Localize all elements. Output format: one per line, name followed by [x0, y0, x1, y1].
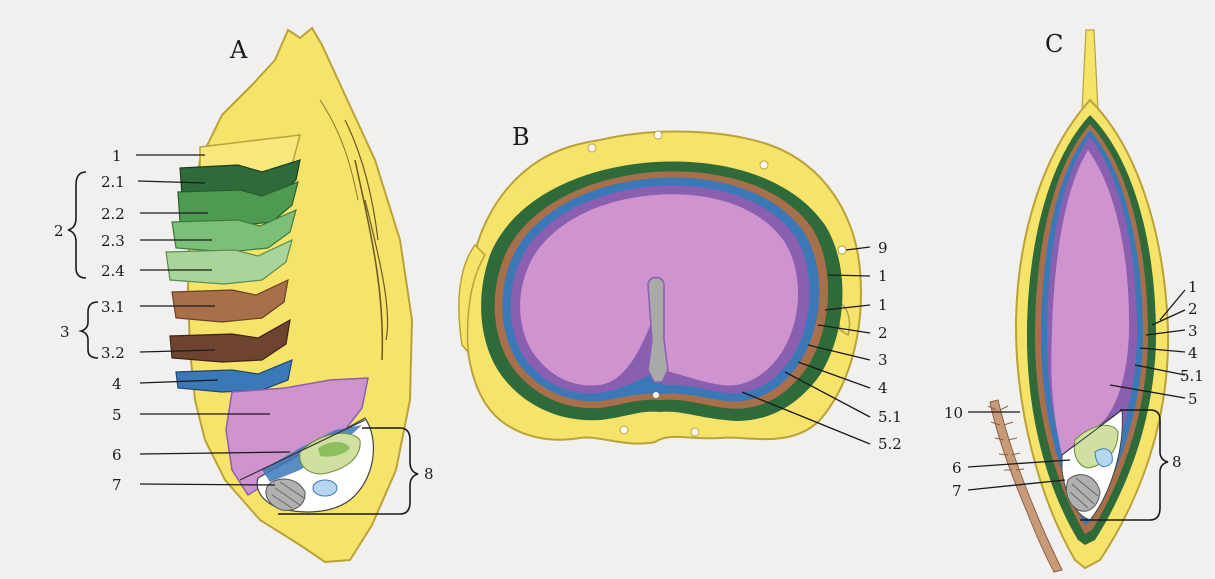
label-c-5-1: 5.1 [1180, 367, 1204, 385]
husk-pore-b4 [620, 426, 628, 434]
embryo-bud-a [313, 480, 337, 496]
husk-pore-b6 [838, 246, 846, 254]
crease-pore-b [653, 392, 659, 398]
bracket-3-a [81, 302, 98, 358]
label-c-8: 8 [1172, 453, 1182, 471]
label-c-1: 1 [1188, 278, 1198, 296]
panel-letter-b: B [512, 123, 530, 151]
label-a-1: 1 [112, 147, 122, 165]
label-b-1a: 1 [878, 267, 888, 285]
label-a-2-2: 2.2 [101, 205, 125, 223]
label-a-3-1: 3.1 [101, 298, 125, 316]
label-b-1b: 1 [878, 296, 888, 314]
label-b-4: 4 [878, 379, 888, 397]
label-b-2: 2 [878, 324, 888, 342]
label-c-3: 3 [1188, 322, 1198, 340]
bracket-2-a [68, 172, 86, 278]
husk-pore-b2 [588, 144, 596, 152]
panel-b-figure [459, 131, 861, 444]
panel-a-figure [166, 28, 412, 562]
label-c-10: 10 [944, 404, 963, 422]
label-b-3: 3 [878, 351, 888, 369]
label-a-3-group: 3 [60, 323, 70, 341]
label-a-4: 4 [112, 375, 122, 393]
husk-pore-b1 [654, 131, 662, 139]
label-a-8: 8 [424, 465, 434, 483]
panel-c-figure [988, 30, 1168, 572]
awn-c [1082, 30, 1098, 110]
label-b-9: 9 [878, 239, 888, 257]
husk-pore-b5 [691, 428, 699, 436]
label-c-6: 6 [952, 459, 962, 477]
label-a-7: 7 [112, 476, 122, 494]
husk-pore-b3 [760, 161, 768, 169]
label-c-5: 5 [1188, 390, 1198, 408]
label-a-6: 6 [112, 446, 122, 464]
label-b-5-1: 5.1 [878, 408, 902, 426]
label-a-2-3: 2.3 [101, 232, 125, 250]
label-c-2: 2 [1188, 300, 1198, 318]
label-a-2-1: 2.1 [101, 173, 125, 191]
label-a-2-4: 2.4 [101, 262, 125, 280]
label-a-2-group: 2 [54, 222, 64, 240]
label-a-5: 5 [112, 406, 122, 424]
label-c-7: 7 [952, 482, 962, 500]
panel-letter-a: A [229, 36, 248, 64]
label-b-5-2: 5.2 [878, 435, 902, 453]
label-a-3-2: 3.2 [101, 344, 125, 362]
panel-letter-c: C [1045, 30, 1063, 58]
label-c-4: 4 [1188, 344, 1198, 362]
